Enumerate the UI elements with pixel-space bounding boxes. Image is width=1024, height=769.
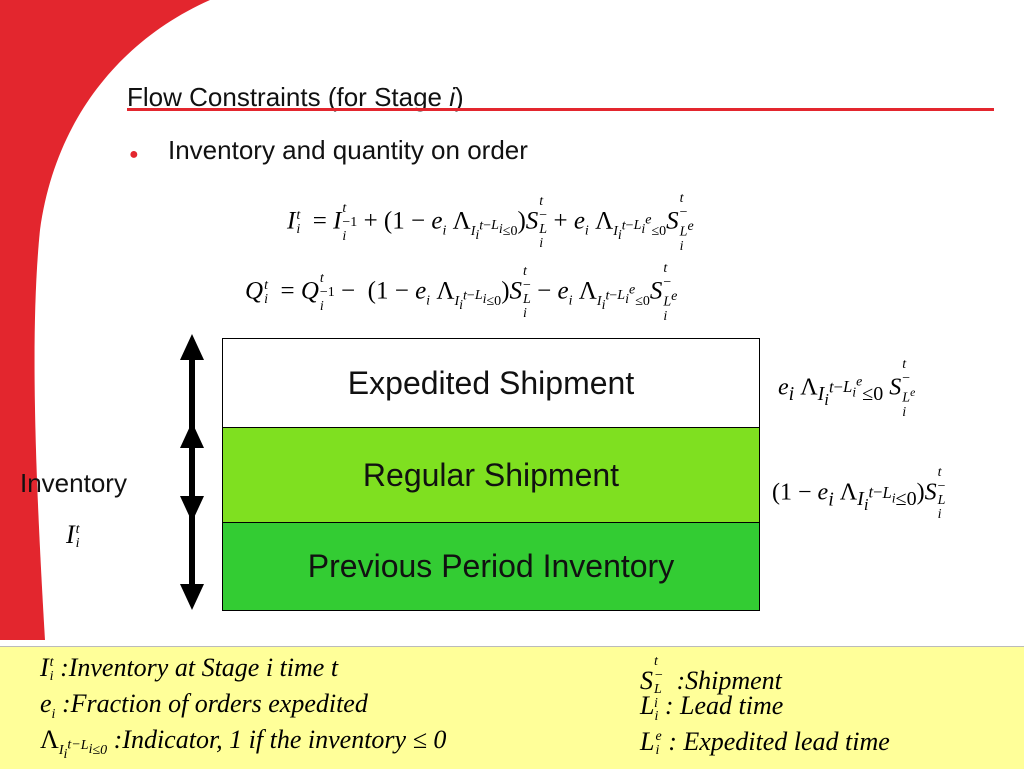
legend-lead-text: : Lead time [664, 691, 784, 720]
legend-shipment-text: :Shipment [676, 665, 782, 695]
previous-inventory-block: Previous Period Inventory [222, 522, 760, 611]
legend-lead: Li : Lead time [640, 691, 784, 725]
regular-shipment-block: Regular Shipment [222, 427, 760, 523]
regular-shipment-label: Regular Shipment [362, 456, 620, 493]
legend-inventory-text: :Inventory at Stage i time t [60, 653, 339, 682]
slide-title-main: Flow Constraints (for Stage [127, 82, 450, 112]
previous-inventory-label: Previous Period Inventory [307, 548, 675, 584]
legend-fraction: ei :Fraction of orders expedited [40, 689, 368, 723]
legend-fraction-text: :Fraction of orders expedited [61, 689, 368, 718]
double-arrow-icon [180, 334, 204, 610]
slide-title-close: ) [455, 82, 464, 112]
legend-indicator-text: :Indicator, 1 if the inventory ≤ 0 [113, 725, 447, 754]
legend-indicator: ΛIit−Li≤0 :Indicator, 1 if the inventory… [40, 725, 447, 762]
bullet-dot-icon: ● [129, 146, 139, 163]
legend-exp-lead-text: : Expedited lead time [668, 727, 890, 756]
title-underline [127, 108, 994, 111]
inventory-label: Inventory [20, 468, 127, 498]
slide-title: Flow Constraints (for Stage i) [127, 80, 464, 114]
expedited-shipment-block: Expedited Shipment [222, 338, 760, 428]
expedited-shipment-label: Expedited Shipment [347, 364, 635, 401]
slide-title-variable: i [449, 82, 456, 112]
bullet-text: Inventory and quantity on order [168, 135, 528, 165]
